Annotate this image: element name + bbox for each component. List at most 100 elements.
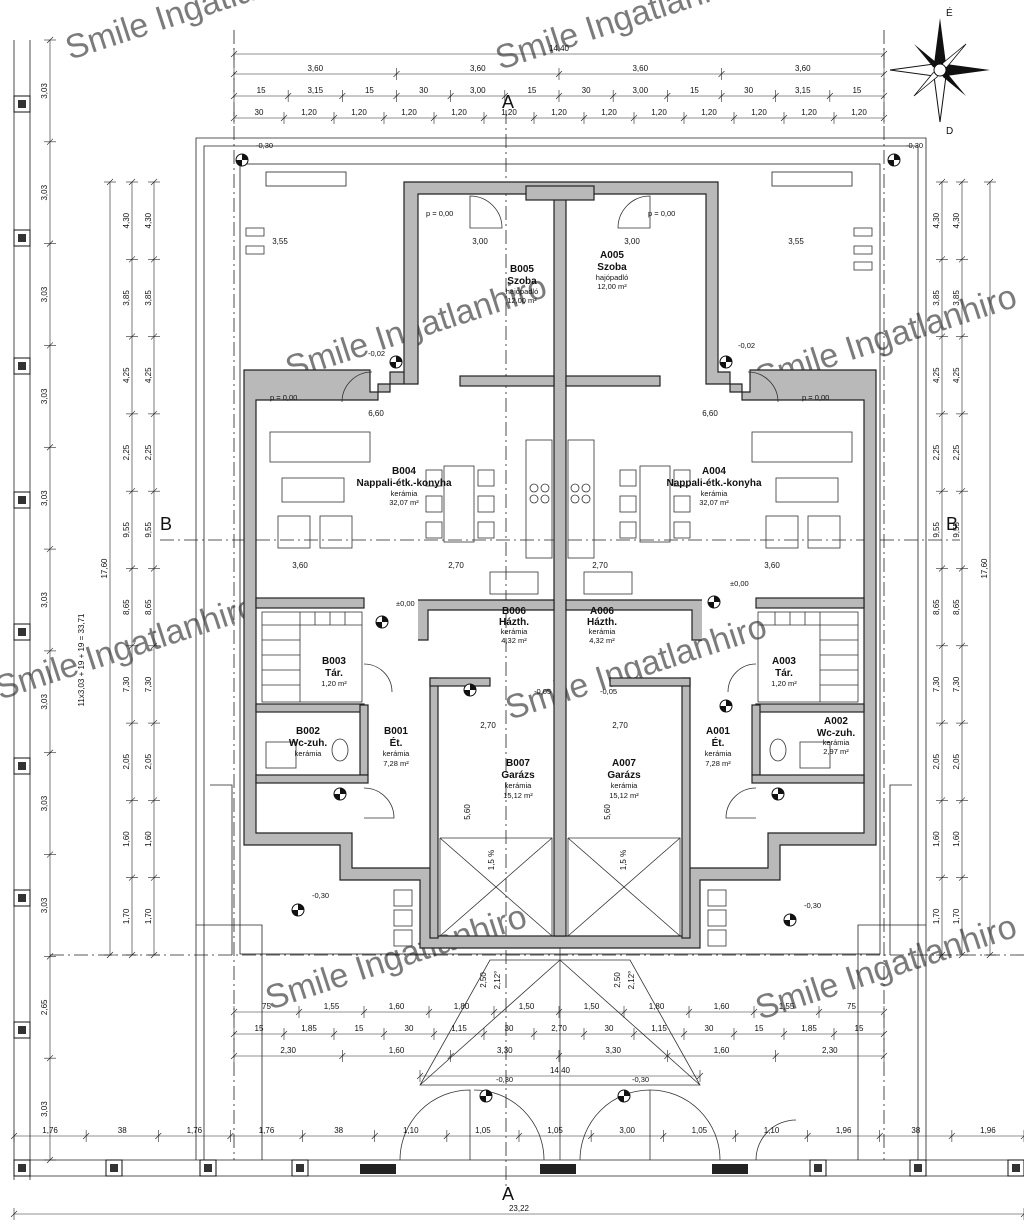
dim-top-row1-label: 3,60 — [632, 64, 648, 73]
dim-bottom-row3-label: 1,60 — [389, 1046, 405, 1055]
dim-bottom-row2-label: 15 — [255, 1024, 264, 1033]
dim-left-col-label: 9,55 — [122, 522, 131, 538]
sink-right — [583, 571, 633, 595]
dim-left-col-label: 2,25 — [122, 444, 131, 460]
dim-right-col-2-label: 2,25 — [952, 444, 961, 460]
fence-post-core — [18, 628, 26, 636]
dim-right-total: 17,60 — [980, 178, 996, 959]
chair-left-6 — [477, 521, 495, 539]
armchair-left-1 — [277, 515, 311, 549]
dim-bottom-total: 23,22 — [10, 1204, 1024, 1220]
dim-top-row3-label: 1,20 — [601, 108, 617, 117]
room-B004: B004 Nappali-étk.-konyha kerámia 32,07 m… — [356, 466, 451, 507]
dim-interior-14: 2,50 — [479, 972, 488, 988]
dim-top-row2-label: 3,15 — [307, 86, 323, 95]
watermark-1: Smile Ingatlanhiro — [61, 0, 332, 68]
dim-right-col-label: 1,70 — [932, 908, 941, 924]
dim-fence-col-label: 3,03 — [40, 83, 49, 99]
fence-post-core — [814, 1164, 822, 1172]
chair-right-3 — [619, 521, 637, 539]
level-hall-left: ±0,00 — [396, 599, 415, 608]
room-B007: B007 Garázs kerámia 15,12 m² — [501, 758, 535, 800]
dim-fence-bottom-label: 38 — [911, 1126, 920, 1135]
svg-text:B005: B005 — [510, 264, 534, 275]
fence-post-core — [18, 496, 26, 504]
svg-text:1,20 m²: 1,20 m² — [771, 679, 797, 688]
dim-top-row3-label: 30 — [255, 108, 264, 117]
svg-text:Garázs: Garázs — [607, 770, 641, 781]
terrace-outline — [195, 137, 927, 1160]
svg-text:kerámia: kerámia — [295, 749, 323, 758]
dim-left-col-2-label: 1,70 — [144, 908, 153, 924]
dim-left-col-2-label: 7,30 — [144, 676, 153, 692]
dim-left-col-2-label: 1,60 — [144, 831, 153, 847]
fence-post-core — [1012, 1164, 1020, 1172]
room-B006: B006 Házth. kerámia 4,32 m² — [499, 606, 529, 645]
dim-right-col-2-label: 1,60 — [952, 831, 961, 847]
dim-right-col-2-label: 3,85 — [952, 290, 961, 306]
chair-left-2 — [425, 495, 443, 513]
svg-text:kerámia: kerámia — [505, 781, 533, 790]
dim-top-row1-label: 3,60 — [307, 64, 323, 73]
dim-fence-col-label: 2,65 — [40, 999, 49, 1015]
dim-left-col-2-label: 2,25 — [144, 444, 153, 460]
dim-left-total-label: 17,60 — [100, 558, 109, 579]
dim-right-col-2-label: 7,30 — [952, 676, 961, 692]
dim-bottom-row2-label: 1,15 — [651, 1024, 667, 1033]
dim-fence-bottom-label: 3,00 — [619, 1126, 635, 1135]
svg-text:kerámia: kerámia — [501, 627, 529, 636]
room-B002: B002 Wc-zuh. kerámia — [289, 726, 328, 758]
dim-left-col-label: 1,70 — [122, 908, 131, 924]
dim-interior-11: 2,70 — [612, 721, 628, 730]
dim-bottom-row1-label: 75 — [847, 1002, 856, 1011]
chair-right-2 — [619, 495, 637, 513]
svg-text:A004: A004 — [702, 466, 726, 477]
dim-top-row2-label: 15 — [852, 86, 861, 95]
dim-left-col-2-label: 3,85 — [144, 290, 153, 306]
dim-left-col: 4,303,854,252,259,558,657,302,051,601,70 — [122, 178, 138, 959]
svg-text:15,12 m²: 15,12 m² — [503, 791, 533, 800]
dining-table-left — [443, 465, 475, 543]
svg-text:32,07 m²: 32,07 m² — [699, 498, 729, 507]
dim-top-row2-label: 15 — [365, 86, 374, 95]
svg-text:kerámia: kerámia — [701, 489, 729, 498]
dim-right-col-label: 2,05 — [932, 753, 941, 769]
svg-text:Nappali-étk.-konyha: Nappali-étk.-konyha — [666, 478, 761, 489]
dim-interior-9: 3,60 — [764, 561, 780, 570]
chair-left-1 — [425, 469, 443, 487]
dim-bottom-row2-label: 2,70 — [551, 1024, 567, 1033]
coffee-table-right — [775, 477, 839, 503]
dim-left-col-label: 7,30 — [122, 676, 131, 692]
dim-top-row3-label: 1,20 — [701, 108, 717, 117]
dim-left-col-label: 3,85 — [122, 290, 131, 306]
dim-right-col-label: 2,25 — [932, 444, 941, 460]
dim-bottom-row1-label: 1,50 — [584, 1002, 600, 1011]
svg-text:kerámia: kerámia — [383, 749, 411, 758]
level-outside-bl: -0,30 — [312, 891, 329, 900]
svg-text:A002: A002 — [824, 716, 848, 727]
gate-pillar — [540, 1164, 576, 1174]
level-outside-br: -0,30 — [804, 901, 821, 910]
dim-bottom-row3-label: 3,30 — [497, 1046, 513, 1055]
level-a004: p = 0,00 — [802, 393, 829, 402]
dim-bottom-width: 14,40 — [416, 1066, 704, 1082]
svg-text:12,00 m²: 12,00 m² — [597, 282, 627, 291]
kitchen-counter-right — [567, 439, 595, 559]
level-symbol-icon — [291, 903, 305, 917]
level-markers: p = 0,00 p = 0,00 p = 0,00 p = 0,00 -0,0… — [256, 141, 923, 1084]
dining-table-right — [639, 465, 671, 543]
svg-text:A006: A006 — [590, 606, 614, 617]
dim-fence-col-label: 3,03 — [40, 490, 49, 506]
level-symbol-icon — [887, 153, 901, 167]
fence-post-core — [18, 894, 26, 902]
svg-text:kerámia: kerámia — [611, 781, 639, 790]
dim-top-row3-label: 1,20 — [801, 108, 817, 117]
dim-top-row3-label: 1,20 — [551, 108, 567, 117]
dim-fence-bottom-label: 1,10 — [403, 1126, 419, 1135]
chair-right-6 — [673, 521, 691, 539]
chair-left-4 — [477, 469, 495, 487]
dim-bottom-row1-label: 1,60 — [714, 1002, 730, 1011]
